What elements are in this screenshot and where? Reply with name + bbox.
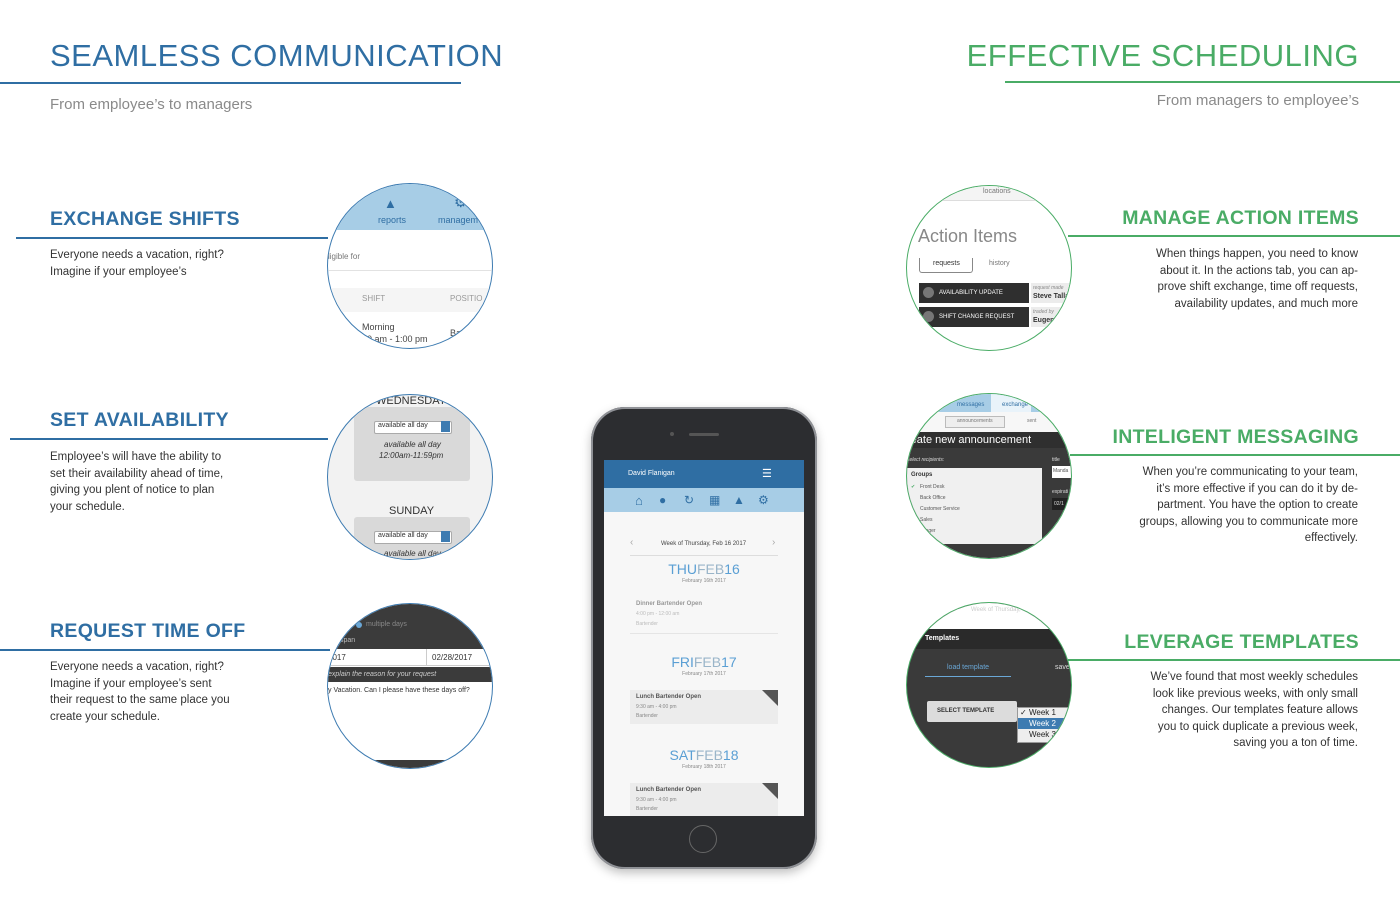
request-time-off-title: REQUEST TIME OFF	[50, 620, 246, 642]
phone-nav	[604, 488, 804, 512]
chat-icon[interactable]: ●	[659, 493, 667, 507]
home-button[interactable]	[689, 825, 717, 853]
exchange-icon	[923, 311, 934, 322]
manage-action-items-rule	[1068, 235, 1400, 237]
right-title-rule	[1005, 81, 1400, 83]
exchange-shifts-rule	[16, 237, 328, 239]
request-time-off-screenshot: multiple days span 2017 02/28/2017 expla…	[327, 603, 493, 769]
shift-card[interactable]: Lunch Bartender Open 9:30 am - 4:00 pm B…	[630, 783, 778, 816]
phone-header	[604, 460, 804, 488]
week-label: Week of Thursday, Feb 16 2017	[661, 541, 747, 547]
inteligent-messaging-title: INTELIGENT MESSAGING	[1112, 426, 1359, 448]
check-icon: ✓	[1020, 708, 1027, 717]
left-title: SEAMLESS COMMUNICATION	[50, 38, 504, 73]
request-time-off-text: Everyone needs a vacation, right?Imagine…	[50, 661, 230, 723]
messaging-screenshot: messages exchange announcements sent rea…	[906, 393, 1072, 559]
set-availability-title: SET AVAILABILITY	[50, 409, 229, 431]
refresh-icon[interactable]: ↻	[684, 493, 695, 507]
inteligent-messaging-rule	[1070, 454, 1400, 456]
calendar-icon	[923, 287, 934, 298]
exchange-shifts-text: Everyone needs a vacation, right?Imagine…	[50, 249, 224, 278]
request-time-off-rule	[0, 649, 330, 651]
shift-title: Dinner Bartender Open	[636, 601, 703, 607]
menu-icon[interactable]: ☰	[762, 468, 772, 480]
phone-screen: David Flanigan ☰ ⌂ ● ↻ ▦ ▲ ⚙ ‹ Week of T…	[604, 460, 804, 816]
lock-icon	[762, 783, 778, 799]
action-items-screenshot: locations Action Items requests history …	[906, 185, 1072, 351]
set-availability-screenshot: WEDNESDAY available all day available al…	[327, 394, 493, 560]
exchange-shifts-screenshot: ▲ ⚙ reports managem ligible for SHIFT PO…	[327, 183, 493, 349]
manage-action-items-title: MANAGE ACTION ITEMS	[1122, 207, 1359, 229]
home-icon[interactable]: ⌂	[635, 493, 643, 508]
camera-icon	[670, 432, 674, 436]
reports-icon: ▲	[384, 196, 397, 211]
right-title: EFFECTIVE SCHEDULING	[966, 38, 1359, 73]
left-title-rule	[0, 82, 461, 84]
day-heading: THUFEB16	[668, 561, 740, 577]
day-heading: SATFEB18	[669, 747, 739, 763]
lock-icon	[762, 690, 778, 706]
speaker-grille	[689, 433, 719, 436]
gear-icon: ⚙	[454, 194, 468, 211]
right-subtitle: From managers to employee’s	[1156, 92, 1359, 109]
calendar-icon[interactable]: ▦	[709, 493, 721, 507]
gear-icon[interactable]: ⚙	[758, 493, 769, 507]
prev-week-icon[interactable]: ‹	[630, 537, 634, 548]
user-name: David Flanigan	[628, 470, 675, 477]
left-subtitle: From employee’s to managers	[50, 96, 253, 113]
exchange-shifts-title: EXCHANGE SHIFTS	[50, 208, 240, 230]
reports-icon[interactable]: ▲	[733, 493, 745, 507]
day-heading: FRIFEB17	[671, 654, 737, 670]
phone-mockup: David Flanigan ☰ ⌂ ● ↻ ▦ ▲ ⚙ ‹ Week of T…	[591, 407, 817, 869]
inteligent-messaging-text: When you’re communicating to your team,i…	[1139, 466, 1358, 544]
next-week-icon[interactable]: ›	[772, 537, 776, 548]
check-icon: ✔	[911, 484, 916, 490]
templates-screenshot: Week of Thursday, Feb Templates load tem…	[906, 602, 1072, 768]
set-availability-rule	[10, 438, 328, 440]
leverage-templates-rule	[1068, 659, 1400, 661]
radio-icon	[356, 622, 362, 628]
leverage-templates-title: LEVERAGE TEMPLATES	[1124, 631, 1359, 653]
shift-card[interactable]: Lunch Bartender Open 9:30 am - 4:00 pm B…	[630, 690, 778, 724]
